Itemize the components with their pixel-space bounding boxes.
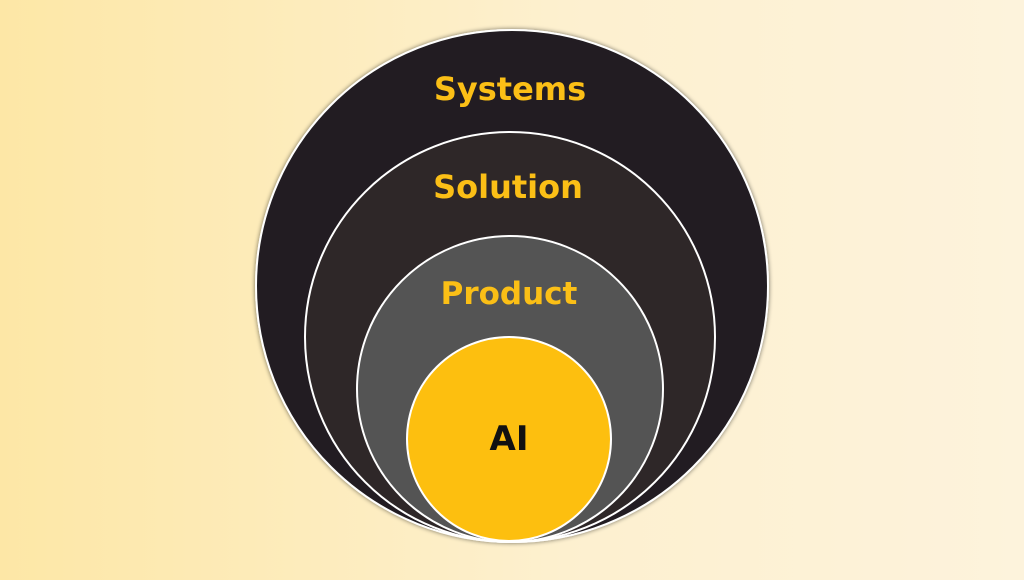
ai-label: AI xyxy=(490,419,529,459)
layer-ai: AI xyxy=(406,336,612,542)
solution-label: Solution xyxy=(433,168,583,206)
product-label: Product xyxy=(441,276,578,312)
systems-label: Systems xyxy=(434,70,586,108)
ai-circle xyxy=(406,336,612,542)
